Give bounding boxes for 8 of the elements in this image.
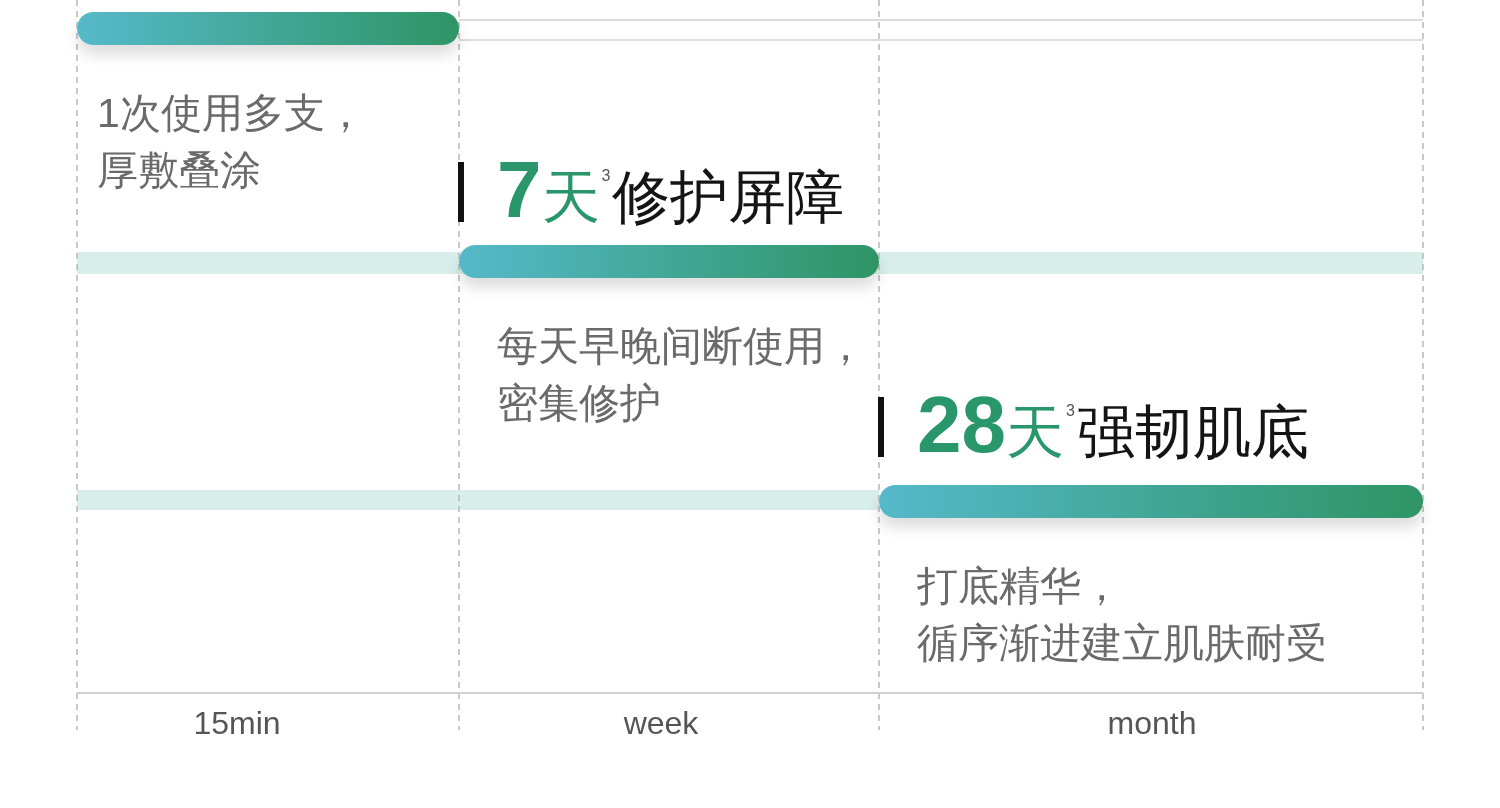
phase-description: 1次使用多支，厚敷叠涂 [97, 89, 367, 195]
phase-heading: 7天$^{3}$修护屏障 [497, 150, 845, 236]
axis-label: month [1106, 704, 1198, 743]
axis-label: 15min [192, 704, 282, 743]
phase-heading: 28天$^{3}$强韧肌底 [917, 385, 1309, 471]
phase-description: 打底精华，循序渐进建立肌肤耐受 [917, 562, 1328, 668]
phase-description: 每天早晚间断使用，密集修护 [497, 322, 867, 428]
axis-label: week [622, 704, 700, 743]
